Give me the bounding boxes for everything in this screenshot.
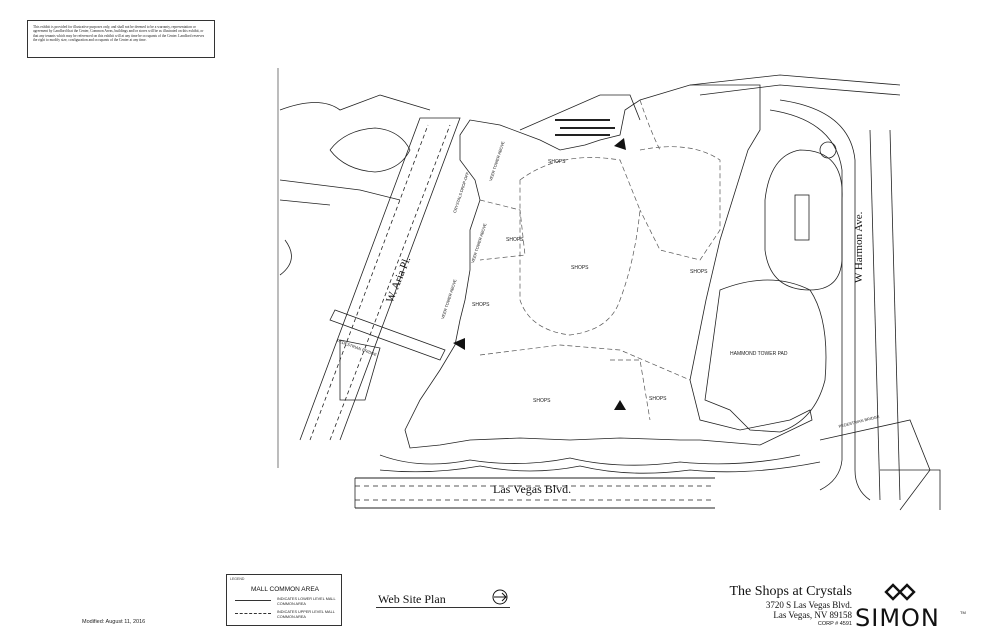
hammond-tower-pad-label: HAMMOND TOWER PAD	[730, 351, 788, 357]
north-arrow-icon	[492, 589, 508, 605]
legend-row-solid: INDICATES LOWER LEVEL MALL COMMON AREA	[235, 597, 339, 607]
solid-line-swatch	[235, 600, 271, 601]
disclaimer-box: This exhibit is provided for illustrativ…	[27, 20, 215, 58]
shops-label: SHOPS	[649, 396, 667, 402]
shops-label: SHOPS	[472, 302, 490, 308]
shops-label: SHOPS	[506, 237, 524, 243]
harmon-road-label: W Harmon Ave.	[853, 211, 865, 283]
legend-small-label: LEGEND	[230, 577, 245, 581]
corp-number: CORP # 4591	[817, 621, 852, 627]
address-line-2: Las Vegas, NV 89158	[773, 610, 852, 620]
center-name: The Shops at Crystals	[729, 584, 853, 599]
legend-solid-label: INDICATES LOWER LEVEL MALL COMMON AREA	[277, 597, 336, 606]
las-vegas-blvd-label: Las Vegas Blvd.	[493, 482, 572, 496]
shops-label: SHOPS	[571, 265, 589, 271]
legend-dashed-label: INDICATES UPPER LEVEL MALL COMMON AREA	[277, 610, 335, 619]
legend-title: MALL COMMON AREA	[250, 586, 320, 593]
shops-label: SHOPS	[533, 398, 551, 404]
title-block: The Shops at Crystals 3720 S Las Vegas B…	[700, 584, 853, 628]
simon-logo-icon	[884, 583, 916, 601]
dashed-line-swatch	[235, 613, 271, 614]
address-line-1: 3720 S Las Vegas Blvd.	[765, 600, 852, 610]
simon-wordmark: SIMON	[855, 604, 940, 632]
trademark-mark: TM	[960, 610, 966, 615]
shops-label: SHOPS	[690, 269, 708, 275]
legend-box: LEGEND MALL COMMON AREA INDICATES LOWER …	[226, 574, 342, 626]
disclaimer-text: This exhibit is provided for illustrativ…	[33, 25, 205, 42]
site-plan-underline	[376, 607, 510, 608]
legend-row-dashed: INDICATES UPPER LEVEL MALL COMMON AREA	[235, 610, 339, 620]
modified-date: Modified: August 11, 2016	[82, 619, 146, 625]
web-site-plan-label: Web Site Plan	[378, 592, 446, 606]
shops-label: SHOPS	[548, 159, 566, 165]
